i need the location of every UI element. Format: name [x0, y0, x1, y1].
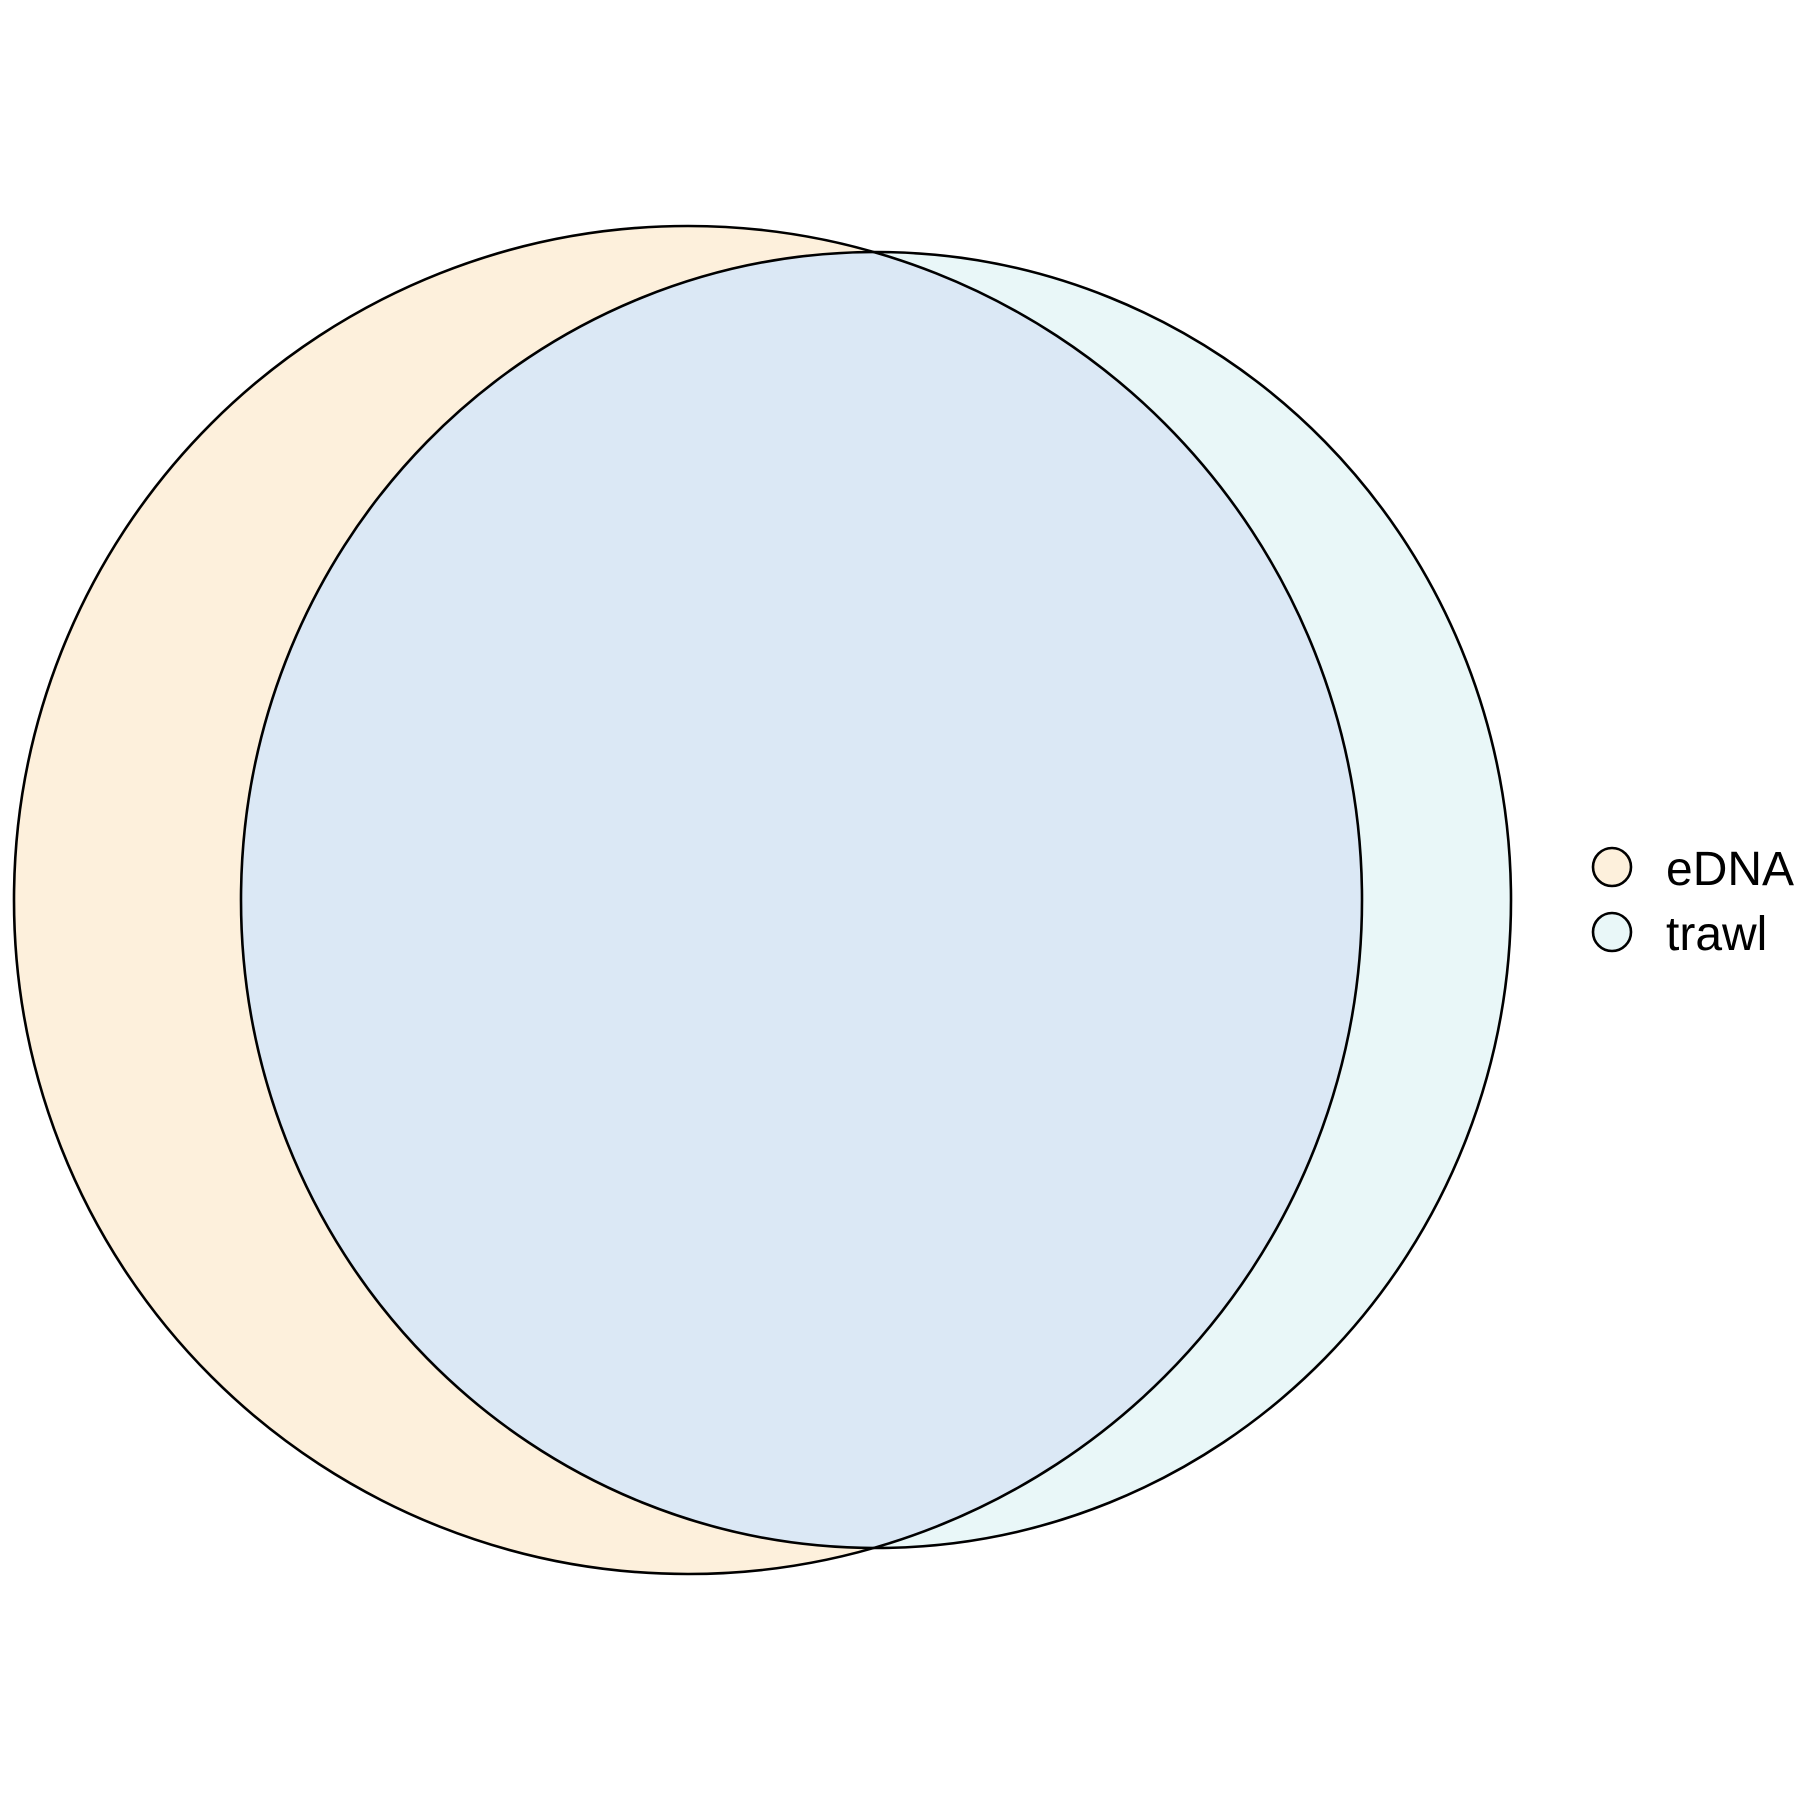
legend: eDNA trawl	[1591, 843, 1794, 961]
legend-key-edna	[1591, 846, 1633, 888]
legend-label-edna: eDNA	[1666, 843, 1794, 896]
legend-label-trawl: trawl	[1666, 908, 1767, 961]
edna-circle-outline	[12, 224, 1364, 1576]
trawl-circle-outline	[239, 250, 1513, 1550]
legend-item-trawl: trawl	[1591, 908, 1767, 961]
legend-key-trawl	[1591, 911, 1633, 953]
legend-item-edna: eDNA	[1591, 843, 1794, 896]
overlap-region	[241, 252, 1362, 1548]
